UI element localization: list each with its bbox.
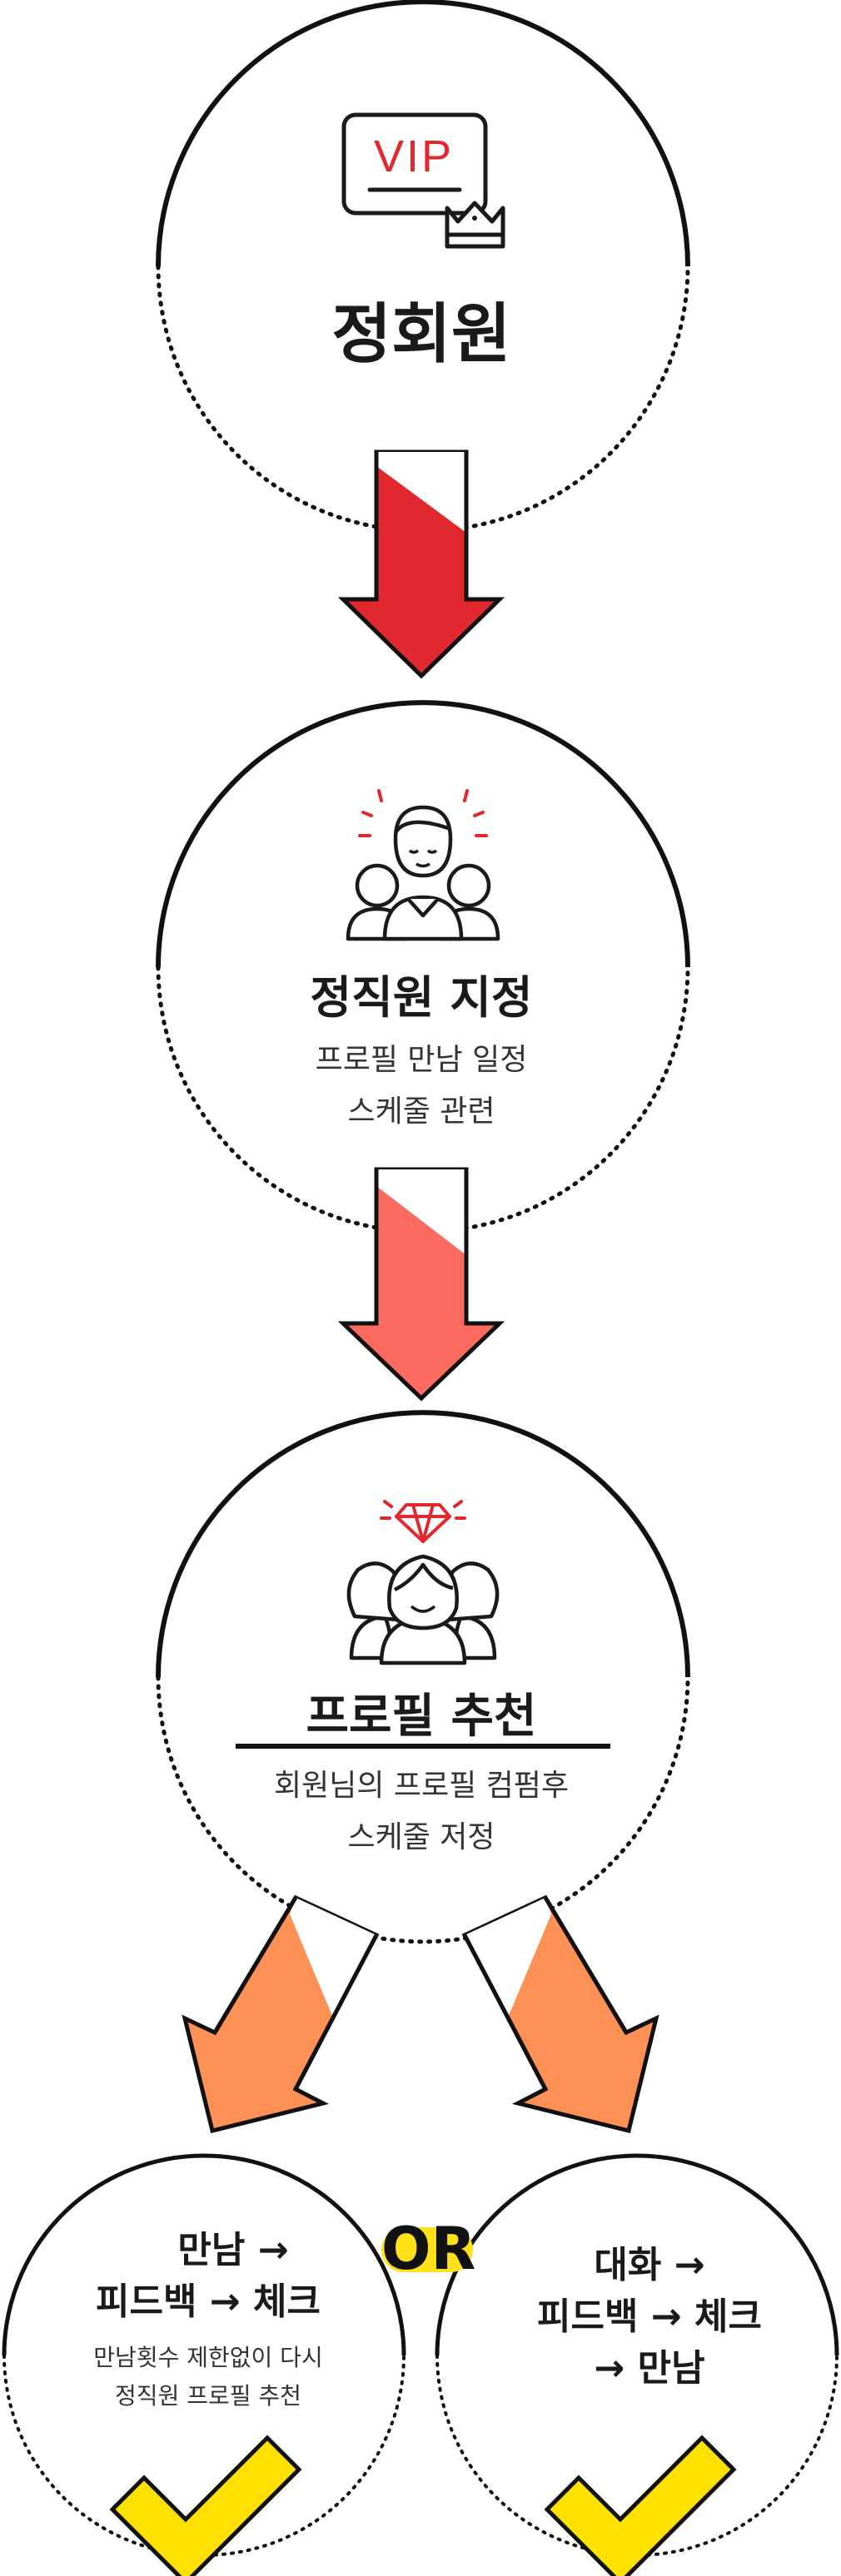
step3-circle-solid: [156, 1410, 690, 1678]
or-separator: OR: [381, 2215, 476, 2283]
option-left-line1: 만남 →: [177, 2229, 289, 2271]
step2-desc-line2: 스케줄 관련: [347, 1094, 495, 1129]
women-group-diamond-icon: [346, 1500, 500, 1665]
flow-arrow-1: [337, 449, 505, 679]
flow-arrow-3-right: [461, 1894, 659, 2134]
option-left-desc-line1: 만남횟수 제한없이 다시: [93, 2344, 323, 2371]
vip-card-crown-icon: [341, 112, 505, 249]
flow-arrow-2: [337, 1167, 505, 1402]
step1-title: 정회원: [331, 297, 511, 372]
step3-title: 프로필 추천: [306, 1690, 537, 1744]
option-left-desc-line2: 정직원 프로필 추천: [115, 2382, 301, 2410]
flow-arrow-3-left: [182, 1894, 380, 2134]
person-group-sparkle-icon: [346, 789, 500, 941]
or-badge: [381, 2227, 473, 2272]
vip-badge-text: VIP: [374, 132, 454, 181]
step3-circle-dotted: [156, 1675, 690, 1944]
option-right-line2: 피드백 → 체크: [537, 2296, 762, 2338]
step3-desc-line2: 스케줄 저정: [347, 1820, 495, 1854]
check-mark-icon: [109, 2435, 302, 2576]
check-mark-icon: [544, 2435, 737, 2576]
option-right-line1: 대화 →: [594, 2244, 705, 2286]
step3-desc-line1: 회원님의 프로필 컴펌후: [273, 1769, 570, 1803]
step1-circle-solid: [156, 0, 690, 267]
step2-circle-solid: [156, 700, 690, 968]
step2-desc-line1: 프로필 만남 일정: [315, 1043, 528, 1077]
option-left-line2: 피드백 → 체크: [96, 2281, 321, 2323]
step2-title: 정직원 지정: [310, 971, 533, 1024]
option-right-line3: → 만남: [594, 2347, 705, 2390]
option-left-circle-solid: [2, 2153, 406, 2356]
